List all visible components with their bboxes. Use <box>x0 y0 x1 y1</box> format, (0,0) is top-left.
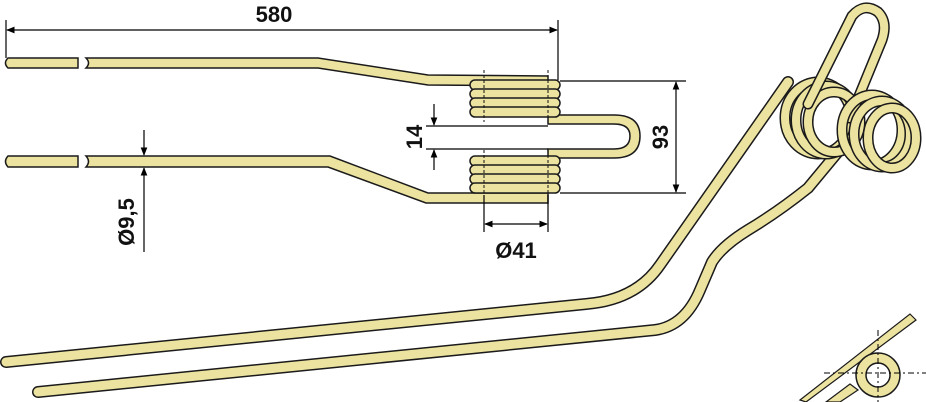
wire-diameter-label: Ø9,5 <box>114 198 139 246</box>
length-label: 580 <box>256 2 293 27</box>
lower-tine-arm <box>4 155 549 204</box>
top-loop <box>802 2 890 124</box>
lower-arm-short-segment <box>4 155 79 168</box>
lower-coil <box>469 155 561 194</box>
dimensions <box>5 20 686 252</box>
gap-label: 14 <box>402 124 427 149</box>
upper-coil <box>469 79 561 118</box>
upper-arm-short-segment <box>4 57 79 69</box>
u-loop <box>547 114 641 159</box>
upper-arm-long-segment <box>84 57 549 87</box>
height-label: 93 <box>648 125 673 149</box>
side-view <box>4 57 641 206</box>
front-tine <box>0 76 794 368</box>
section-rear-bar <box>825 383 860 402</box>
upper-tine-arm <box>4 57 549 87</box>
section-diagonal-bar <box>798 313 917 402</box>
coil-diameter-label: Ø41 <box>495 238 537 263</box>
right-coil-perspective <box>836 89 922 174</box>
upper-coil-turn-4 <box>469 106 561 118</box>
dimension-labels: 580 93 14 Ø9,5 Ø41 <box>114 2 673 263</box>
lower-coil-turn-4 <box>469 182 561 194</box>
rear-tine <box>32 129 858 398</box>
cross-section-detail <box>798 313 926 402</box>
